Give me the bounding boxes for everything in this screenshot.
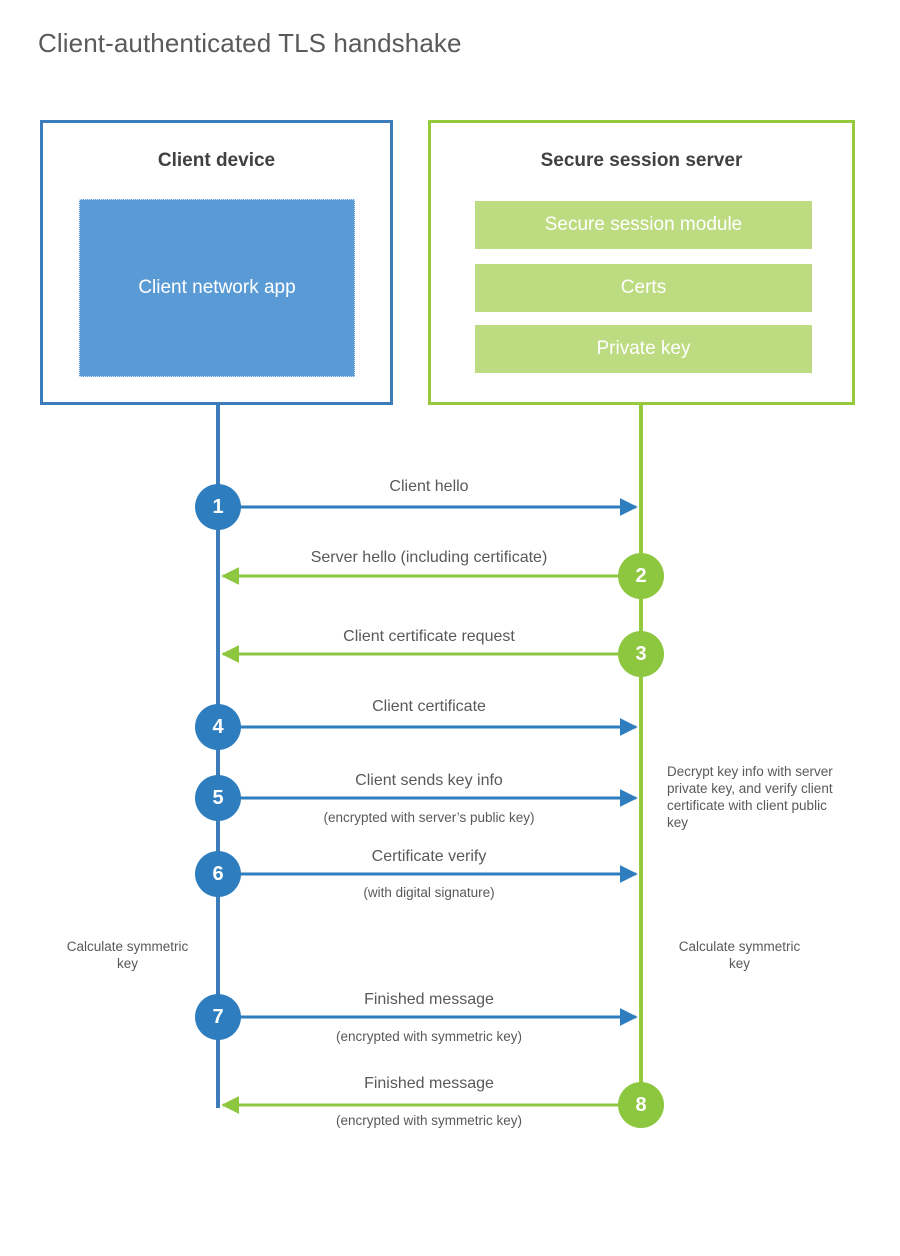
message-sublabel-7: (encrypted with symmetric key) [335,1029,523,1044]
page-title: Client-authenticated TLS handshake [38,28,462,58]
message-label-5: Client sends key info [355,772,503,789]
message-sublabel-8: (encrypted with symmetric key) [335,1113,523,1128]
secure-session-module-block: Secure session module [475,201,812,249]
secure-session-module-label: Secure session module [544,214,743,235]
note-decrypt-key-info: Decrypt key info with server private key… [667,764,833,830]
client-network-app-block: Client network app [79,199,355,377]
message-label-3: Client certificate request [343,628,515,645]
secure-session-server-box: Secure session server Secure session mod… [428,120,855,405]
message-label-2: Server hello (including certificate) [310,549,548,566]
client-device-title: Client device [157,150,276,171]
step-circle-5[interactable]: 5 [195,775,241,821]
step-circle-2[interactable]: 2 [618,553,664,599]
note-calculate-symmetric-key-client: Calculate symmetric key [66,939,189,971]
client-device-box: Client device Client network app [40,120,393,405]
step-circle-7[interactable]: 7 [195,994,241,1040]
step-circle-6[interactable]: 6 [195,851,241,897]
step-circle-4[interactable]: 4 [195,704,241,750]
private-key-label: Private key [596,338,691,359]
message-label-8: Finished message [364,1075,494,1092]
message-label-1: Client hello [389,478,469,495]
message-sublabel-5: (encrypted with server’s public key) [323,810,535,825]
client-network-app-label: Client network app [138,277,296,298]
message-sublabel-6: (with digital signature) [363,885,495,900]
note-calculate-symmetric-key-server: Calculate symmetric key [678,939,801,971]
secure-session-server-title: Secure session server [540,150,743,171]
step-circle-3[interactable]: 3 [618,631,664,677]
message-label-7: Finished message [364,991,494,1008]
certs-label: Certs [620,277,667,298]
step-circle-1[interactable]: 1 [195,484,241,530]
private-key-block: Private key [475,325,812,373]
message-label-6: Certificate verify [371,848,487,865]
step-circle-8[interactable]: 8 [618,1082,664,1128]
message-label-4: Client certificate [372,698,486,715]
certs-block: Certs [475,264,812,312]
